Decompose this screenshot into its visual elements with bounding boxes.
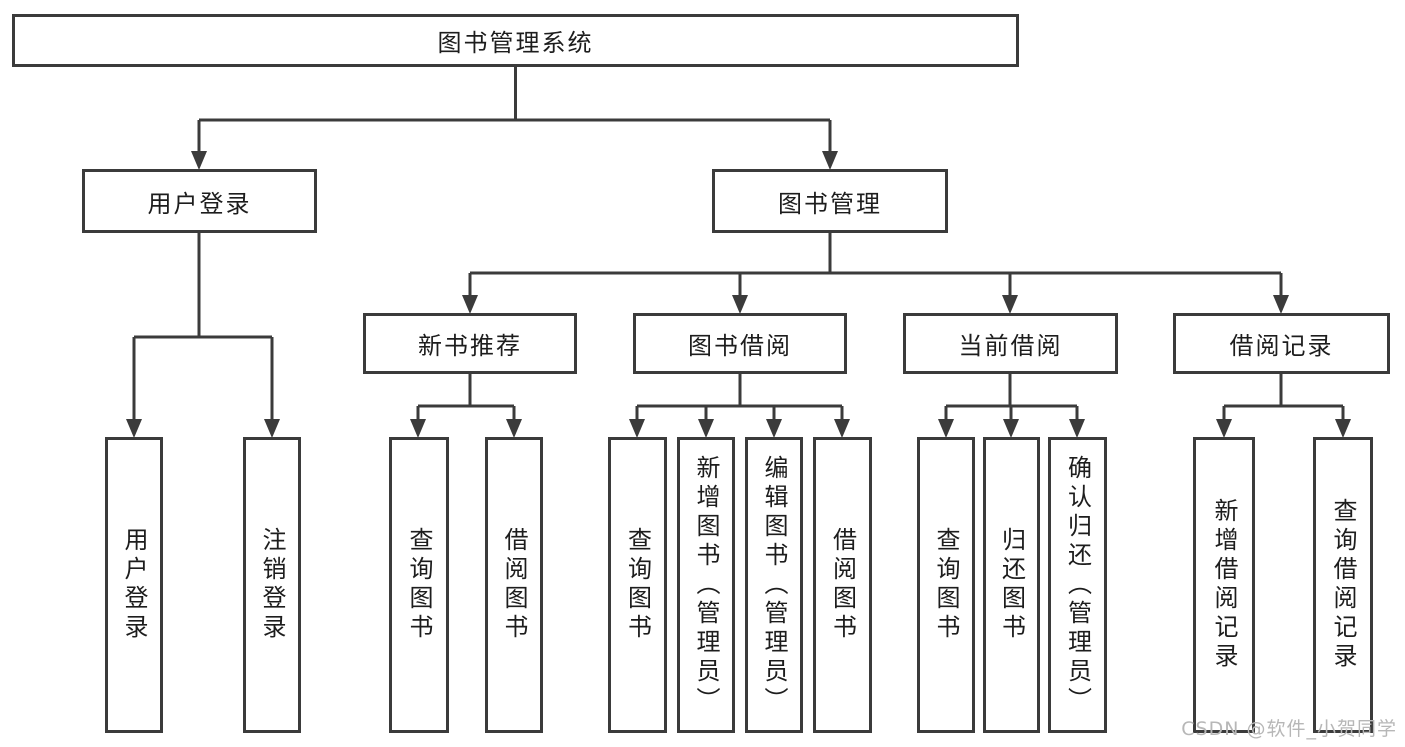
arrowhead xyxy=(1003,419,1019,438)
node-book-management-branch: 图书管理 xyxy=(712,169,948,233)
arrowhead xyxy=(410,419,426,438)
arrowhead xyxy=(822,151,838,170)
node-leaf-return-books: 归还图书 xyxy=(983,437,1040,733)
arrowhead xyxy=(1273,295,1289,314)
arrowhead xyxy=(1335,419,1351,438)
csdn-watermark: CSDN @软件_小贺同学 xyxy=(1181,718,1397,740)
arrowhead xyxy=(1216,419,1232,438)
arrowhead xyxy=(1002,295,1018,314)
arrowhead xyxy=(126,419,142,438)
node-leaf-add-borrow-record: 新增借阅记录 xyxy=(1193,437,1255,733)
arrowhead xyxy=(506,419,522,438)
arrowhead xyxy=(938,419,954,438)
node-leaf-query-borrow-record: 查询借阅记录 xyxy=(1313,437,1373,733)
node-root: 图书管理系统 xyxy=(12,14,1019,67)
node-leaf-logout: 注销登录 xyxy=(243,437,301,733)
arrowhead xyxy=(698,419,714,438)
node-leaf-edit-books-admin: 编辑图书（管理员） xyxy=(745,437,803,733)
node-leaf-confirm-return-admin: 确认归还（管理员） xyxy=(1048,437,1107,733)
node-leaf-borrow-books-2: 借阅图书 xyxy=(813,437,872,733)
node-current-borrowing: 当前借阅 xyxy=(903,313,1118,374)
node-leaf-add-books-admin: 新增图书（管理员） xyxy=(677,437,735,733)
arrowhead xyxy=(191,151,207,170)
arrowhead xyxy=(462,295,478,314)
node-leaf-query-books-1: 查询图书 xyxy=(389,437,449,733)
node-leaf-user-login: 用户登录 xyxy=(105,437,163,733)
arrowhead xyxy=(1069,419,1085,438)
arrowhead xyxy=(629,419,645,438)
node-leaf-query-books-2: 查询图书 xyxy=(608,437,667,733)
node-new-book-recommend: 新书推荐 xyxy=(363,313,577,374)
arrowhead xyxy=(834,419,850,438)
node-leaf-borrow-books-1: 借阅图书 xyxy=(485,437,543,733)
node-leaf-query-books-3: 查询图书 xyxy=(917,437,975,733)
node-user-login-branch: 用户登录 xyxy=(82,169,317,233)
arrowhead xyxy=(766,419,782,438)
arrowhead xyxy=(264,419,280,438)
node-borrowing-records: 借阅记录 xyxy=(1173,313,1390,374)
node-book-borrowing: 图书借阅 xyxy=(633,313,847,374)
arrowhead xyxy=(732,295,748,314)
connector-path xyxy=(132,67,1345,422)
